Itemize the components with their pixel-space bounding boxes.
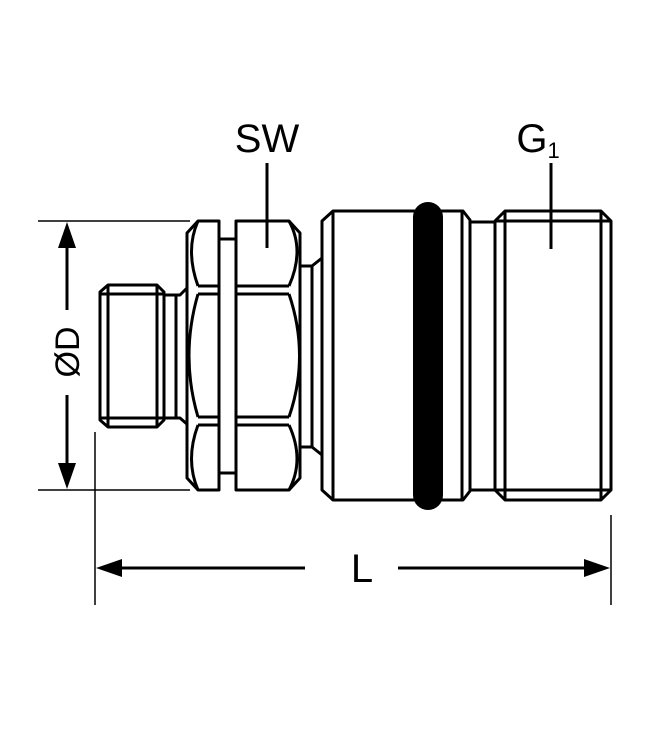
o-ring (413, 202, 443, 510)
hex-body (234, 219, 302, 492)
diameter-label: ØD (49, 327, 87, 378)
sw-label: SW (235, 117, 300, 161)
diameter-dimension: ØD (38, 220, 190, 491)
length-dimension: L (94, 432, 612, 605)
g1-letter: G (516, 117, 547, 161)
g1-label: G1 (516, 117, 559, 163)
lock-nut (185, 219, 238, 492)
length-label: L (351, 547, 373, 591)
g1-subscript: 1 (547, 138, 559, 163)
left-thread (98, 283, 190, 429)
coupling-body (320, 202, 472, 510)
right-thread (468, 209, 613, 502)
